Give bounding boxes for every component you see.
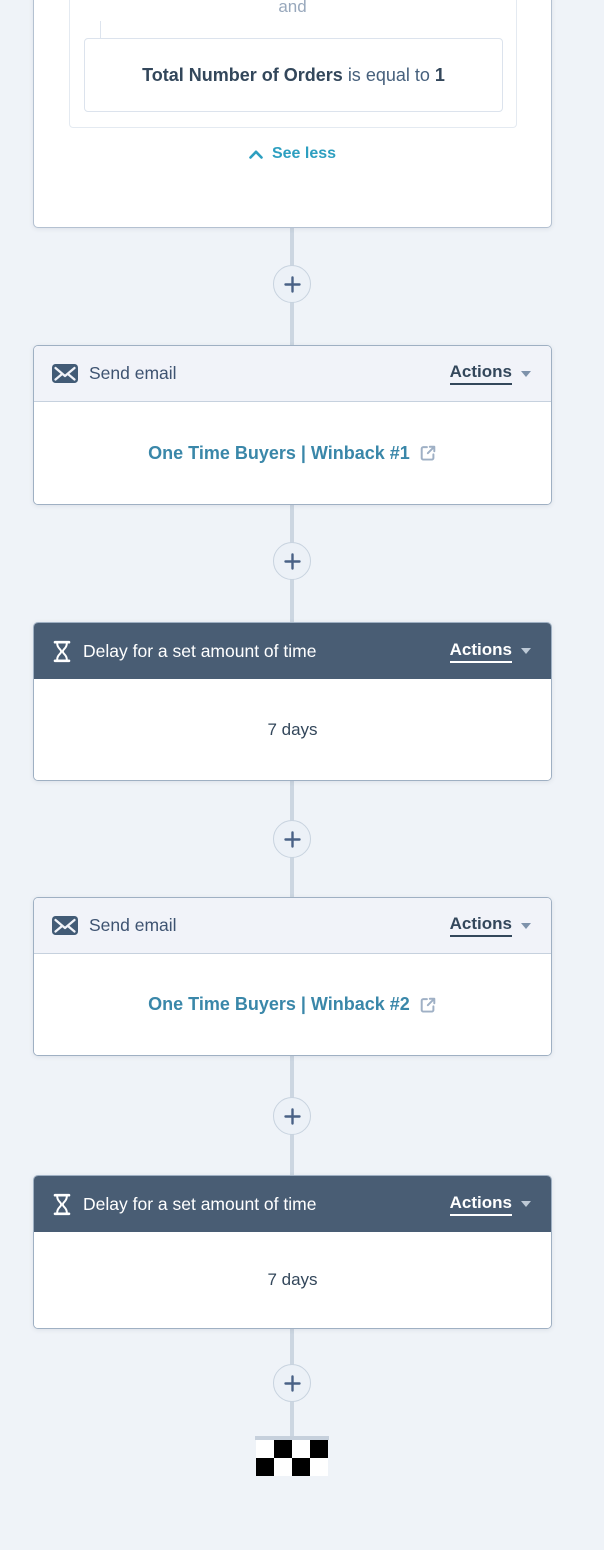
plus-icon: [283, 1374, 301, 1392]
action-card-title: Send email: [89, 915, 177, 935]
add-action-button[interactable]: [273, 265, 311, 303]
plus-icon: [283, 275, 301, 293]
hourglass-icon: [52, 640, 72, 663]
email-icon: [52, 916, 78, 935]
action-card-title: Delay for a set amount of time: [83, 1193, 317, 1214]
action-card-body: 7 days: [34, 1232, 551, 1328]
flag-pole-bar: [255, 1436, 329, 1440]
action-card-header: Send email Actions: [34, 898, 551, 954]
see-less-link[interactable]: See less: [34, 145, 551, 163]
email-icon: [52, 364, 78, 383]
add-action-button[interactable]: [273, 1097, 311, 1135]
actions-menu[interactable]: Actions: [449, 914, 531, 937]
action-card-send-email[interactable]: Send email Actions One Time Buyers | Win…: [33, 345, 552, 505]
caret-down-icon: [521, 648, 531, 654]
caret-down-icon: [521, 370, 531, 377]
action-card-header: Delay for a set amount of time Actions: [34, 623, 551, 679]
plus-icon: [283, 830, 301, 848]
chevron-up-icon: [249, 149, 263, 159]
enrollment-criteria-card[interactable]: and Total Number of Orders is equal to 1…: [33, 0, 552, 228]
email-link-label: One Time Buyers | Winback #2: [148, 994, 410, 1014]
action-card-delay[interactable]: Delay for a set amount of time Actions 7…: [33, 622, 552, 781]
filter-field-label: Total Number of Orders: [142, 64, 343, 85]
email-link[interactable]: One Time Buyers | Winback #1: [148, 443, 437, 464]
and-operator-label: and: [278, 0, 307, 16]
actions-menu-label: Actions: [449, 914, 512, 937]
action-card-header: Delay for a set amount of time Actions: [34, 1176, 551, 1232]
action-card-send-email[interactable]: Send email Actions One Time Buyers | Win…: [33, 897, 552, 1056]
filter-connector-tick: [100, 21, 101, 38]
filter-group-box: [69, 0, 517, 128]
action-card-body: One Time Buyers | Winback #1: [34, 402, 551, 504]
actions-menu[interactable]: Actions: [449, 362, 531, 385]
caret-down-icon: [521, 922, 531, 929]
actions-menu-label: Actions: [449, 640, 512, 663]
plus-icon: [283, 1107, 301, 1125]
caret-down-icon: [521, 1201, 531, 1207]
filter-condition-box[interactable]: Total Number of Orders is equal to 1: [84, 38, 503, 112]
actions-menu-label: Actions: [449, 1193, 512, 1216]
add-action-button[interactable]: [273, 542, 311, 580]
action-card-delay[interactable]: Delay for a set amount of time Actions 7…: [33, 1175, 552, 1329]
filter-operator-label: is equal to: [347, 64, 430, 85]
filter-value-label: 1: [434, 64, 445, 85]
add-action-button[interactable]: [273, 1364, 311, 1402]
action-card-title: Delay for a set amount of time: [83, 640, 317, 661]
external-link-icon: [419, 996, 437, 1014]
flag-checker-cells: [256, 1440, 328, 1476]
actions-menu-label: Actions: [449, 362, 512, 385]
delay-duration-label: 7 days: [267, 719, 318, 739]
delay-duration-label: 7 days: [267, 1270, 318, 1289]
plus-icon: [283, 552, 301, 570]
action-card-body: One Time Buyers | Winback #2: [34, 954, 551, 1055]
add-action-button[interactable]: [273, 820, 311, 858]
email-link[interactable]: One Time Buyers | Winback #2: [148, 994, 437, 1015]
action-card-title: Send email: [89, 363, 177, 383]
email-link-label: One Time Buyers | Winback #1: [148, 442, 410, 463]
workflow-end-flag-icon: [255, 1436, 329, 1476]
see-less-label: See less: [271, 145, 337, 162]
actions-menu[interactable]: Actions: [449, 640, 531, 663]
action-card-header: Send email Actions: [34, 346, 551, 402]
external-link-icon: [419, 444, 437, 462]
actions-menu[interactable]: Actions: [449, 1193, 531, 1216]
action-card-body: 7 days: [34, 679, 551, 780]
hourglass-icon: [52, 1193, 72, 1216]
